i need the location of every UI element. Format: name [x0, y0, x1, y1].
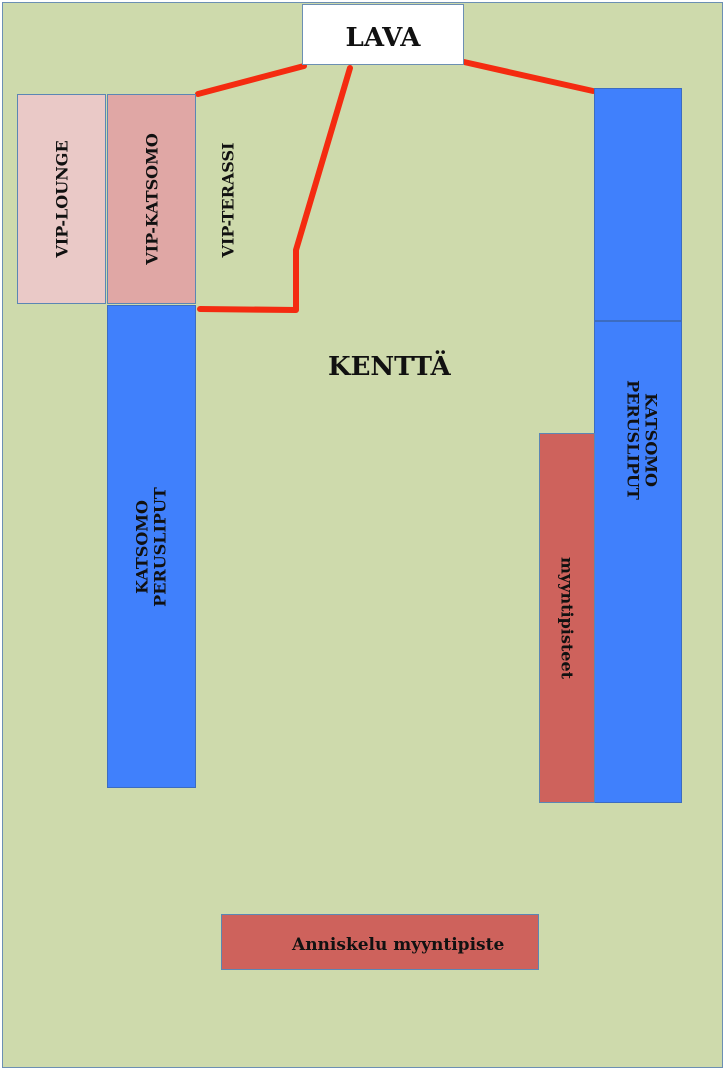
bar-sales-point: Anniskelu myyntipiste — [221, 914, 539, 970]
vip-terassi-label: VIP-TERASSI — [218, 142, 238, 258]
left-stand-line1: KATSOMO — [132, 499, 152, 594]
sales-points-label: myyntipisteet — [557, 556, 577, 680]
vip-lounge: VIP-LOUNGE — [17, 94, 106, 304]
stage-label: LAVA — [345, 23, 421, 53]
left-stand-label: KATSOMO PERUSLIPUT — [132, 486, 170, 607]
sales-points: myyntipisteet — [539, 433, 595, 803]
vip-terassi: VIP-TERASSI — [206, 130, 250, 270]
right-stand-label: KATSOMO PERUSLIPUT — [623, 380, 660, 500]
right-stand-line1: KATSOMO — [641, 393, 661, 487]
vip-katsomo: VIP-KATSOMO — [107, 94, 196, 304]
vip-lounge-label: VIP-LOUNGE — [52, 140, 71, 258]
vip-katsomo-label: VIP-KATSOMO — [142, 133, 161, 265]
field-label: KENTTÄ — [328, 352, 451, 382]
left-stand-line2: PERUSLIPUT — [150, 486, 170, 607]
right-stand-upper — [594, 88, 682, 321]
bar-sales-label: Anniskelu myyntipiste — [292, 935, 505, 955]
right-stand: KATSOMO PERUSLIPUT — [594, 321, 682, 803]
left-stand: KATSOMO PERUSLIPUT — [107, 305, 196, 788]
stage: LAVA — [302, 4, 464, 65]
right-stand-line2: PERUSLIPUT — [623, 380, 642, 500]
